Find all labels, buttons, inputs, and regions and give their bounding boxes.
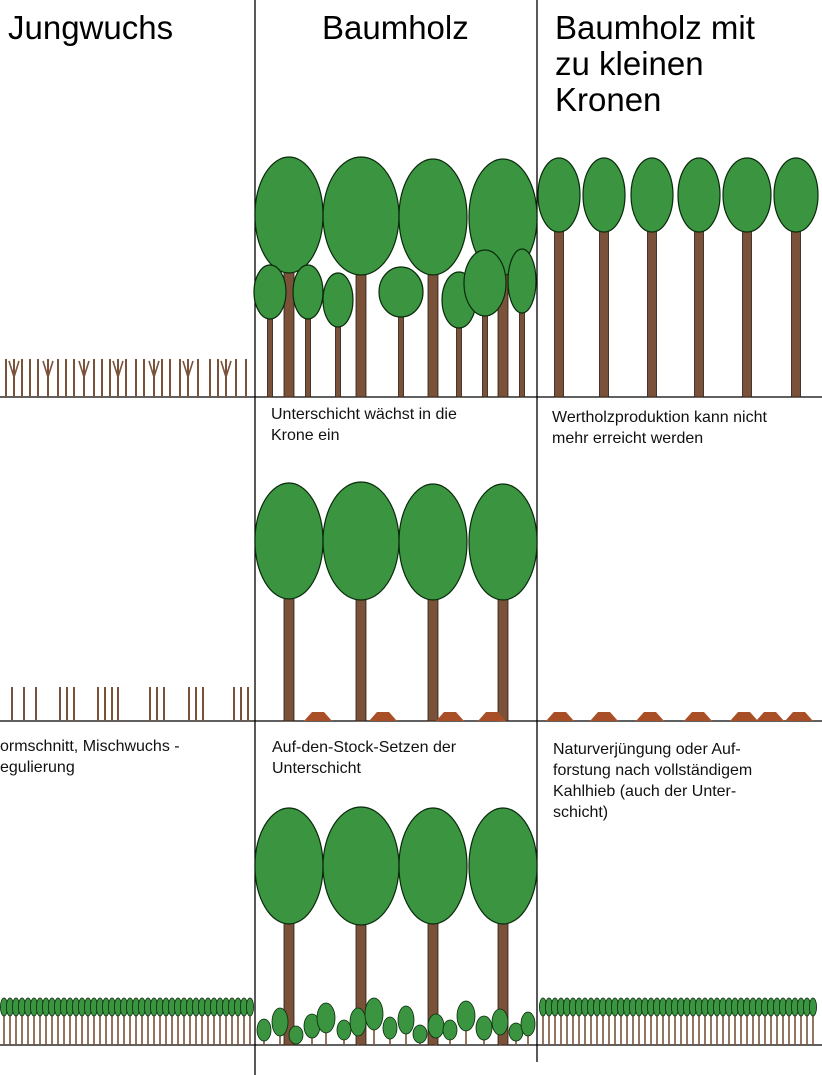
sprout-crown (427, 1013, 445, 1039)
row-cut-understory (11, 481, 813, 722)
tree-trunk (694, 216, 704, 398)
sprout-crown (271, 1007, 289, 1037)
tree-stump (478, 712, 506, 721)
sapling-branch (148, 360, 155, 378)
young-tree-crown (809, 997, 818, 1017)
sapling-branch (153, 360, 160, 378)
caption-regeneration-after-clearcut: Naturverjüngung oder Auf- forstung nach … (553, 741, 753, 821)
tree-crown (468, 483, 538, 601)
sapling-branch (187, 360, 194, 378)
tree-stump (546, 712, 574, 721)
tree-crown (292, 264, 324, 320)
sprout-crown (520, 1011, 536, 1037)
tree-crown (722, 157, 772, 233)
column-header-baumholz: Baumholz (322, 9, 469, 46)
tree-crown (537, 157, 581, 233)
sapling-branch (117, 360, 124, 378)
sapling-branch (112, 360, 119, 378)
sprout-crown (364, 997, 384, 1031)
tree-crown (254, 807, 324, 925)
tree-stump (684, 712, 712, 721)
row-overgrown-understory (5, 156, 819, 398)
tree-stump (304, 712, 332, 721)
sprout-crown (288, 1025, 304, 1045)
tree-stump (590, 712, 618, 721)
tree-crown (398, 158, 468, 276)
sapling-branch (225, 360, 232, 378)
tree-trunk (398, 304, 404, 398)
tree-crown (463, 249, 507, 317)
sapling-branch (220, 360, 227, 378)
tree-crown (507, 248, 537, 314)
column-header-jungwuchs: Jungwuchs (8, 9, 174, 46)
tree-crown (254, 156, 324, 274)
tree-crown (398, 483, 468, 601)
tree-crown (773, 157, 819, 233)
tree-crown (630, 157, 674, 233)
tree-stump (730, 712, 758, 721)
sprout-crown (382, 1016, 398, 1040)
sprout-crown (256, 1018, 272, 1042)
sapling-branch (182, 360, 189, 378)
sprout-crown (456, 1000, 476, 1032)
tree-trunk (742, 216, 752, 398)
sapling-branch (8, 360, 15, 378)
tree-crown (322, 806, 400, 926)
column-header-baumholz-kleine-kronen: Baumholz mit zu kleinen Kronen (555, 9, 755, 118)
tree-trunk (647, 216, 657, 398)
sprout-crown (442, 1019, 458, 1041)
sprout-crown (349, 1007, 367, 1037)
sprout-crown (397, 1005, 415, 1035)
tree-crown (253, 264, 287, 320)
sprout-crown (316, 1002, 336, 1034)
sapling-branch (47, 360, 54, 378)
tree-stump (636, 712, 664, 721)
tree-stump (785, 712, 813, 721)
tree-crown (398, 807, 468, 925)
caption-formative-pruning: ormschnitt, Mischwuchs - egulierung (0, 738, 180, 776)
caption-understory-grows-into-crown: Unterschicht wächst in die Krone ein (271, 406, 457, 444)
young-tree-crown (245, 997, 254, 1017)
row-regeneration (0, 806, 818, 1046)
sapling-branch (42, 360, 49, 378)
tree-crown (468, 807, 538, 925)
tree-trunk (554, 216, 564, 398)
tree-crown (322, 481, 400, 601)
tree-crown (322, 156, 400, 276)
sprout-crown (491, 1008, 509, 1036)
tree-crown (378, 266, 424, 318)
tree-trunk (791, 216, 801, 398)
tree-stump (369, 712, 397, 721)
sprout-crown (336, 1019, 352, 1041)
sapling-branch (83, 360, 90, 378)
caption-coppicing-understory: Auf-den-Stock-Setzen der Unterschicht (272, 739, 457, 777)
tree-crown (254, 482, 324, 600)
tree-trunk (599, 216, 609, 398)
sapling-branch (78, 360, 85, 378)
tree-crown (677, 157, 721, 233)
tree-stump (436, 712, 464, 721)
tree-crown (582, 157, 626, 233)
sprout-crown (475, 1015, 493, 1041)
sapling-branch (13, 360, 20, 378)
tree-crown (322, 272, 354, 328)
tree-stump (756, 712, 784, 721)
caption-no-valuable-timber: Wertholzproduktion kann nicht mehr errei… (552, 409, 767, 447)
sprout-crown (412, 1024, 428, 1044)
